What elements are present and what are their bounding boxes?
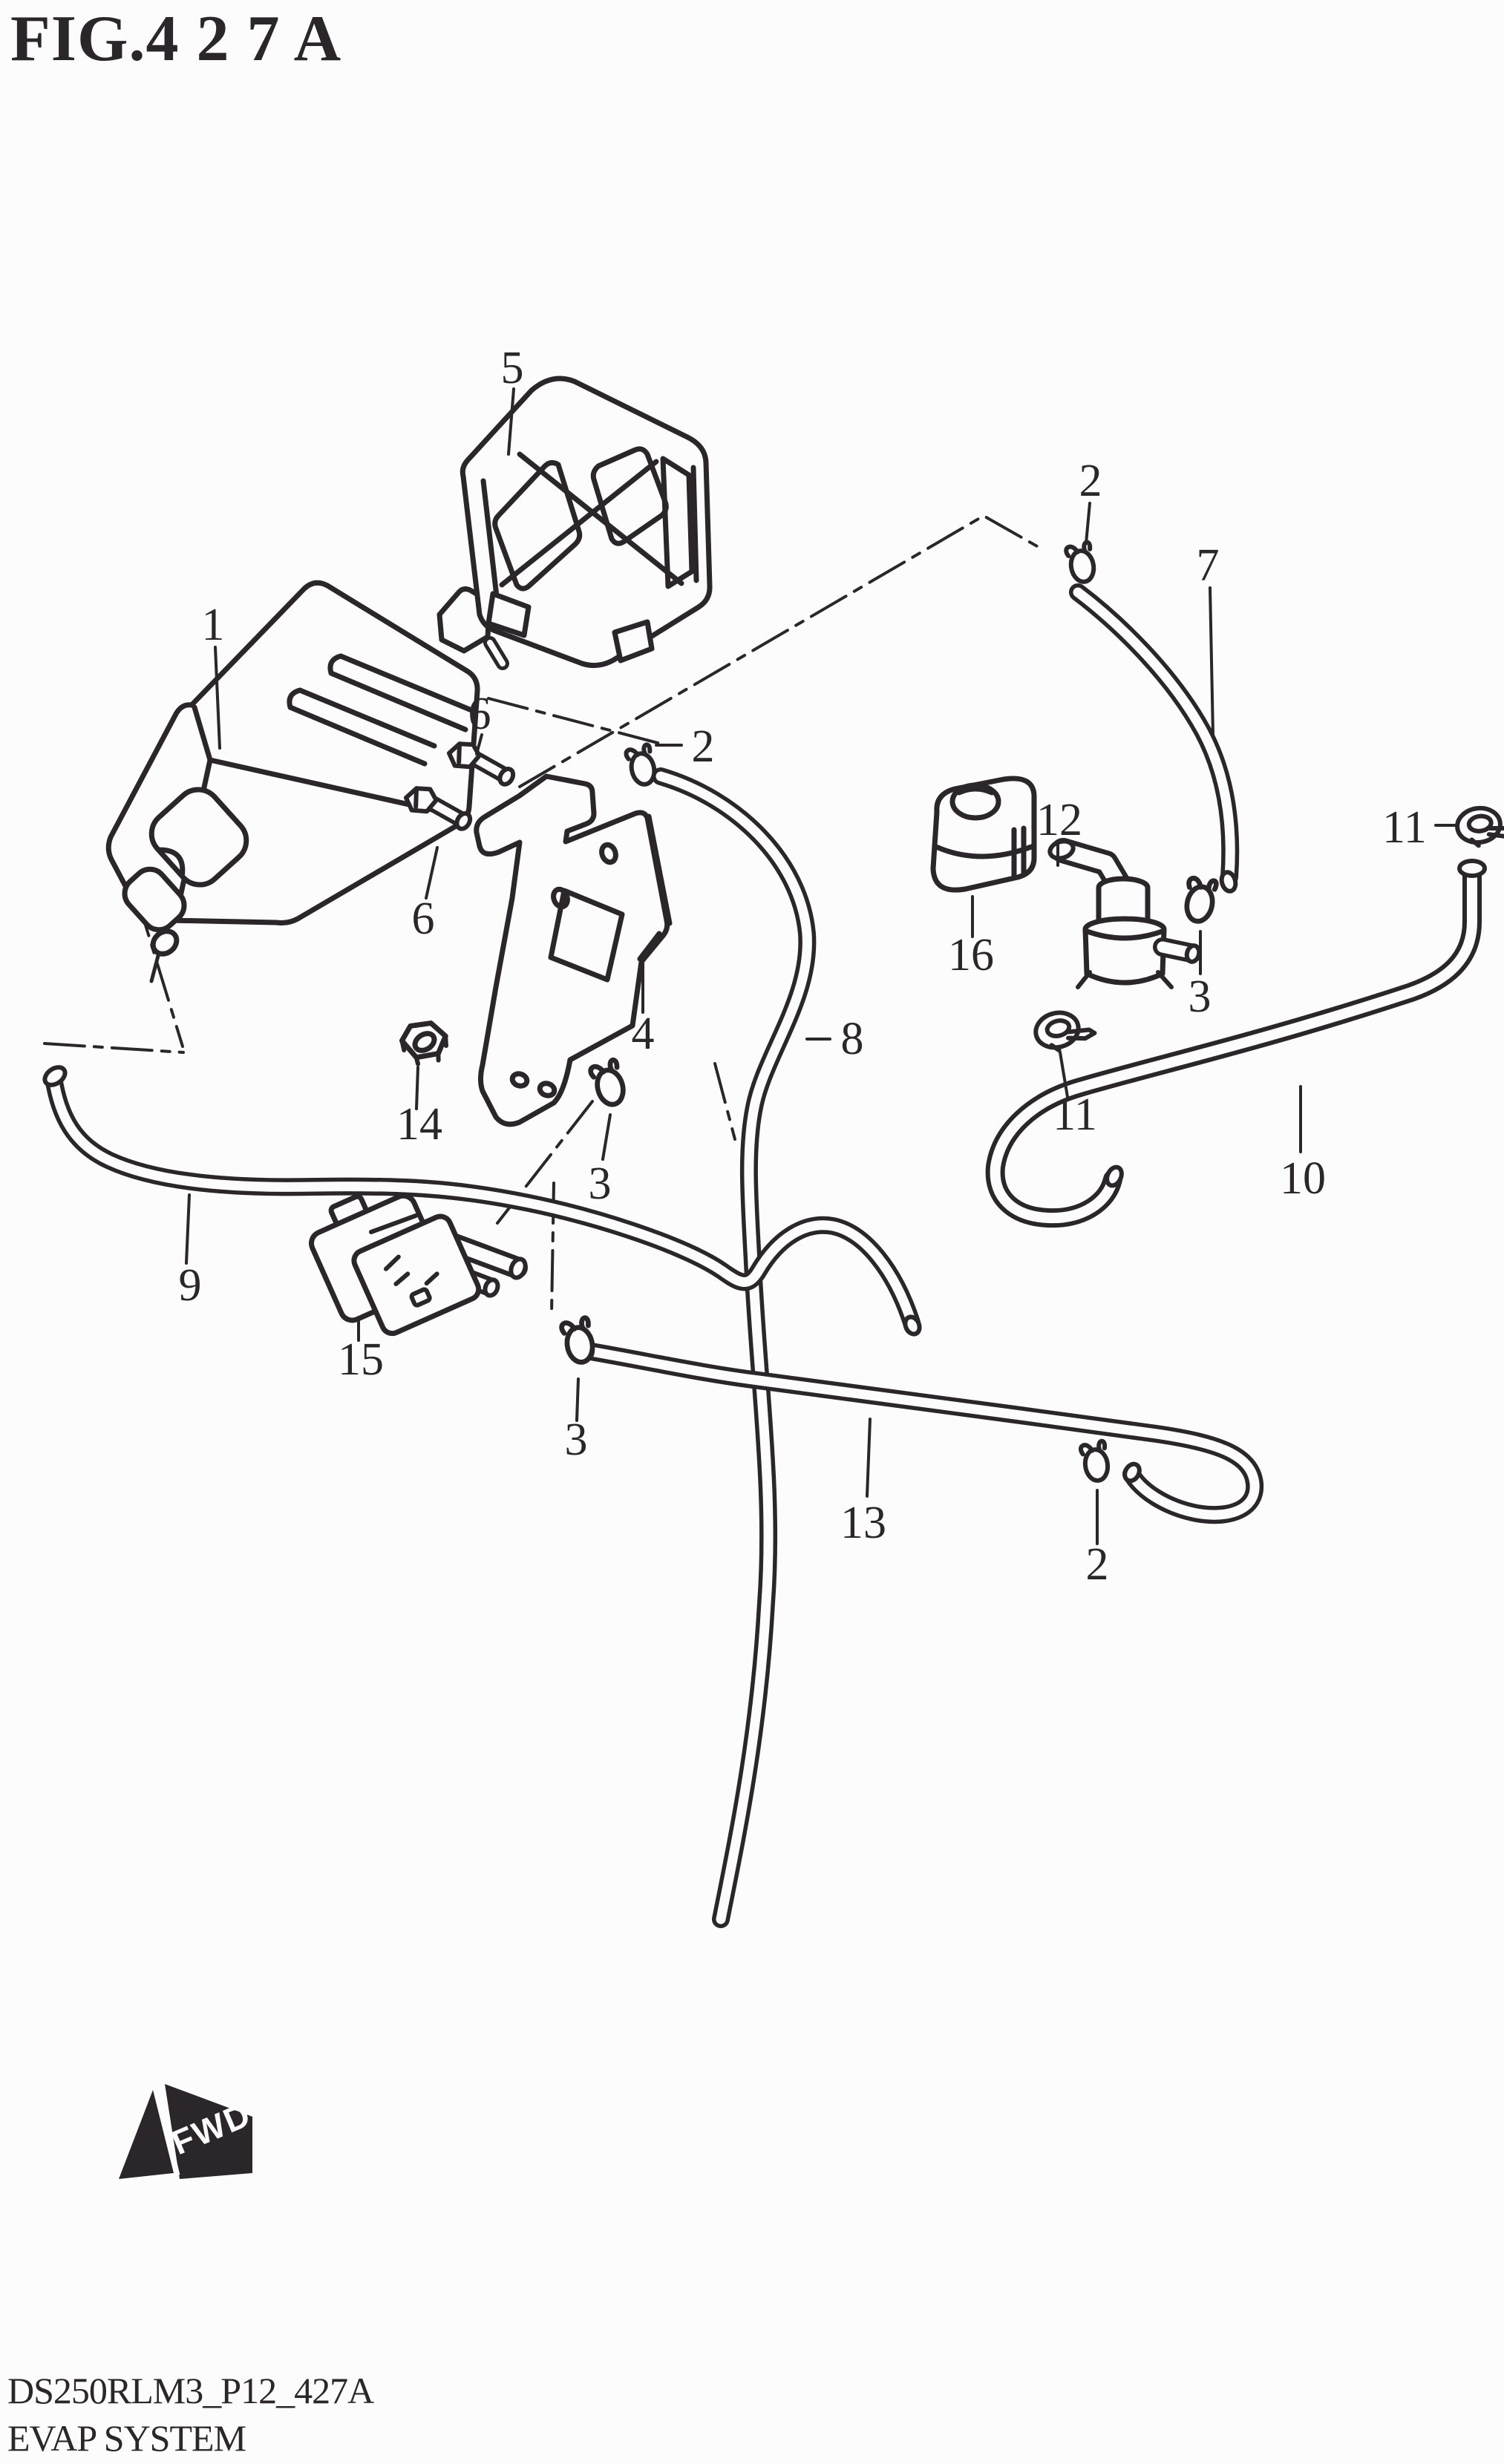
holder-bracket-part-5 <box>460 376 713 669</box>
part-callout-9-17: 9 <box>179 1260 202 1311</box>
canister-port-small <box>122 866 187 933</box>
part-callout-2-21: 2 <box>1086 1539 1109 1590</box>
part-callout-11-7: 11 <box>1382 802 1427 853</box>
fwd-arrow-head <box>119 2090 174 2179</box>
part-callout-6-2: 6 <box>468 689 491 739</box>
mounting-bracket-part-4 <box>474 773 673 1127</box>
canister-nub <box>150 928 180 957</box>
hose-part-7 <box>1069 583 1240 894</box>
part-callout-1-0: 1 <box>202 600 225 650</box>
clamp-part-3-hose7 <box>1184 875 1219 924</box>
part-callout-8-12: 8 <box>841 1014 864 1064</box>
fwd-arrow: FWD <box>119 2084 257 2179</box>
hose-part-8 <box>652 767 817 1928</box>
clamp-part-3-hose13 <box>559 1315 595 1365</box>
part-callout-2-5: 2 <box>1079 456 1102 506</box>
evap-canister-part-1 <box>105 580 509 983</box>
bracket-foot <box>612 619 655 663</box>
valve-part-15 <box>309 1193 528 1337</box>
part-callout-3-19: 3 <box>565 1415 588 1465</box>
part-callout-4-11: 4 <box>632 1009 655 1059</box>
purge-valve-part-12 <box>1047 838 1202 989</box>
part-callout-3-10: 3 <box>1189 971 1212 1022</box>
part-callout-15-18: 15 <box>338 1334 384 1385</box>
canister-port-large <box>148 787 249 888</box>
clamp-part-2-top <box>1064 540 1096 584</box>
bracket-foot <box>485 591 532 638</box>
bolt-part-6-lower <box>403 786 473 831</box>
figure-title: FIG.4 2 7 A <box>10 3 342 75</box>
clamp-part-11-right <box>1455 805 1504 848</box>
clamp-part-2-canister <box>624 742 657 787</box>
bolt-part-6-upper <box>446 741 516 787</box>
part-callout-16-9: 16 <box>948 930 994 980</box>
drawing-code: DS250RLM3_P12_427A <box>7 2370 374 2411</box>
part-callout-13-20: 13 <box>840 1498 886 1548</box>
clamp-part-11-lower <box>1033 1010 1097 1053</box>
part-callout-6-3: 6 <box>412 894 435 944</box>
rubber-cap-part-16 <box>930 776 1037 893</box>
clamp-part-3-mid <box>588 1057 626 1107</box>
hose-part-10 <box>985 859 1487 1228</box>
part-callout-14-13: 14 <box>396 1099 442 1150</box>
hose-part-13 <box>576 1337 1264 1524</box>
hose-part-9 <box>42 1065 922 1337</box>
clamp-part-2-bottom <box>1079 1438 1111 1483</box>
callout-leader-lines <box>185 387 1456 1545</box>
part-callout-12-8: 12 <box>1036 795 1082 845</box>
diagram-caption: EVAP SYSTEM <box>7 2417 246 2459</box>
fwd-arrow-flag <box>165 2084 252 2179</box>
part-callout-10-16: 10 <box>1280 1153 1326 1204</box>
part-callout-3-14: 3 <box>589 1159 612 1209</box>
part-callout-5-1: 5 <box>501 343 524 393</box>
part-callout-7-6: 7 <box>1197 540 1220 591</box>
part-callout-11-15: 11 <box>1053 1090 1097 1140</box>
part-callout-2-4: 2 <box>692 721 715 772</box>
nut-part-14 <box>399 1020 448 1066</box>
